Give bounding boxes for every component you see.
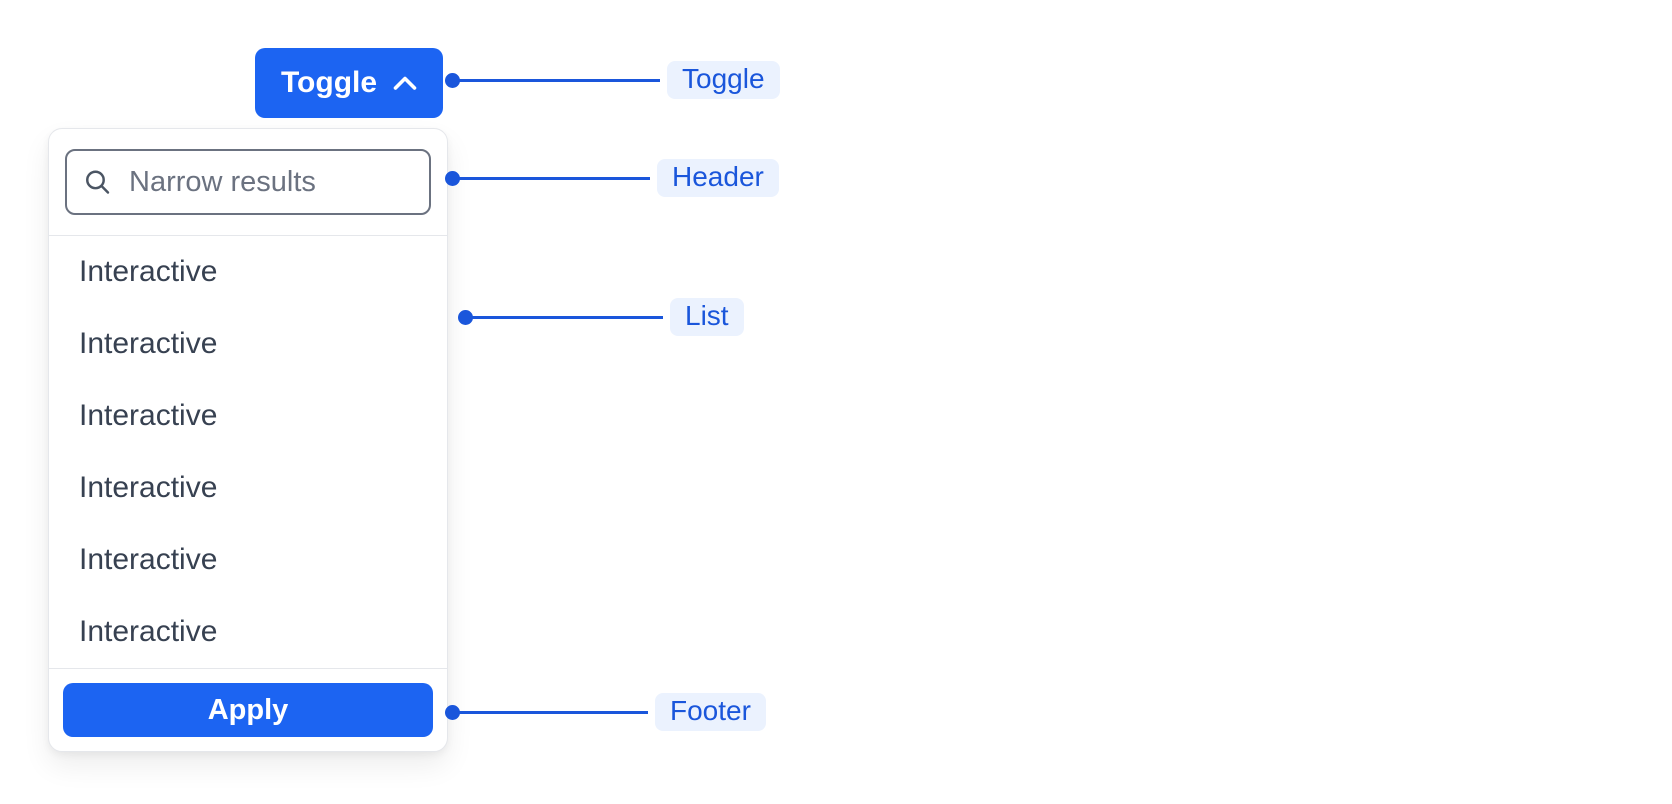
- annotation-label-list: List: [670, 298, 744, 336]
- list-item[interactable]: Interactive: [79, 399, 218, 432]
- search-input[interactable]: [65, 149, 431, 215]
- connector-dot: [458, 309, 473, 325]
- list-item[interactable]: Interactive: [79, 255, 218, 288]
- connector-line: [458, 176, 650, 180]
- connector-dot: [445, 170, 460, 186]
- list-item[interactable]: Interactive: [79, 471, 218, 504]
- annotation-label-toggle: Toggle: [667, 61, 780, 99]
- annotation-label-footer: Footer: [655, 693, 766, 731]
- annotation-header: Header: [445, 159, 779, 197]
- annotation-label-header: Header: [657, 159, 779, 197]
- connector-line: [458, 78, 660, 82]
- connector-dot: [445, 704, 460, 720]
- annotation-toggle: Toggle: [445, 61, 780, 99]
- connector-dot: [445, 72, 460, 88]
- apply-button[interactable]: Apply: [63, 683, 433, 737]
- dropdown-header: [49, 129, 447, 236]
- dropdown-panel: Interactive Interactive Interactive Inte…: [48, 128, 448, 752]
- connector-line: [458, 710, 648, 714]
- toggle-button[interactable]: Toggle: [255, 48, 443, 118]
- dropdown-footer: Apply: [49, 668, 447, 751]
- chevron-up-icon: [393, 76, 417, 91]
- annotation-list: List: [458, 298, 744, 336]
- list-item[interactable]: Interactive: [79, 327, 218, 360]
- toggle-button-label: Toggle: [280, 66, 378, 99]
- connector-line: [471, 315, 663, 319]
- annotation-footer: Footer: [445, 693, 766, 731]
- search-field-wrapper: [65, 149, 431, 215]
- list-item[interactable]: Interactive: [79, 543, 218, 576]
- list-item[interactable]: Interactive: [79, 615, 218, 648]
- dropdown-list: Interactive Interactive Interactive Inte…: [49, 236, 447, 668]
